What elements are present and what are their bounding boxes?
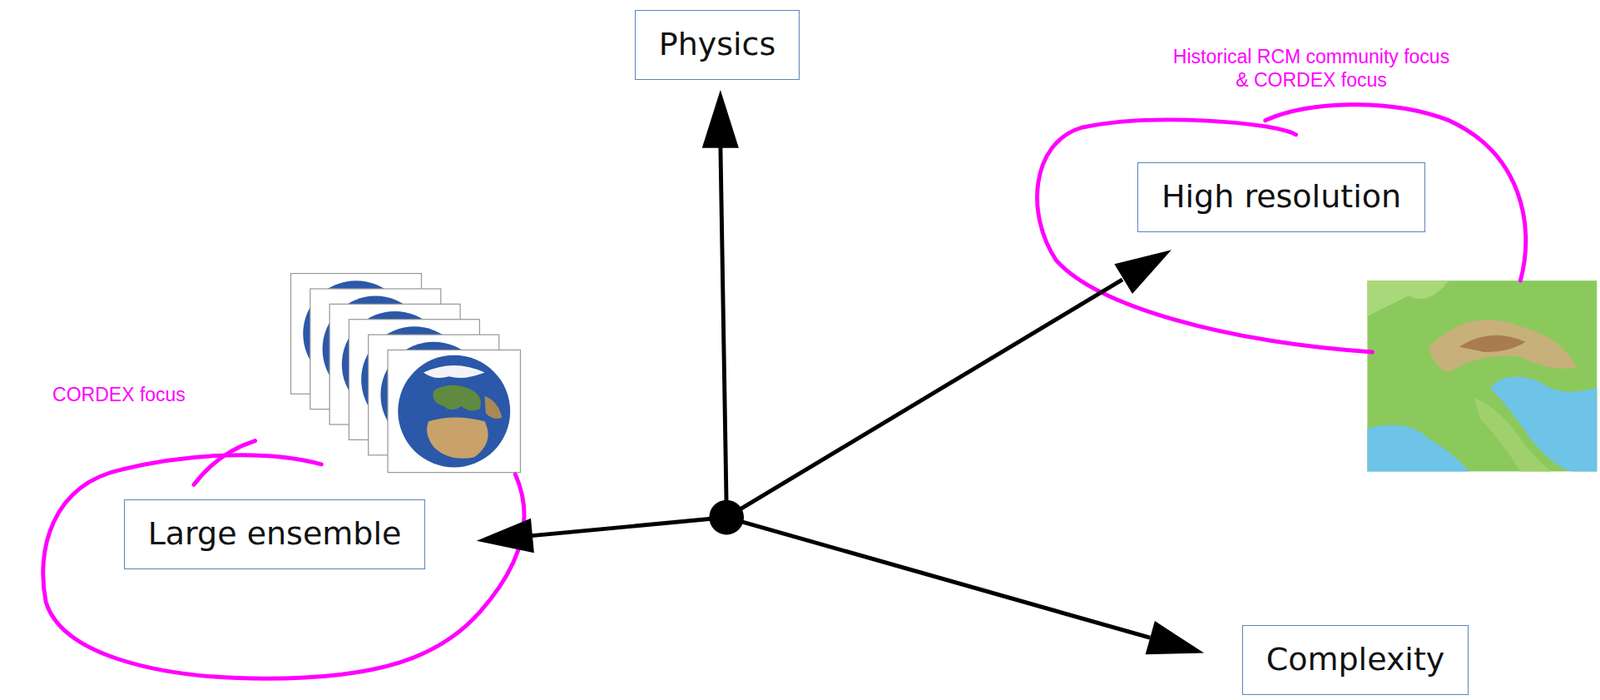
focus-note: Historical RCM community focus & CORDEX … [1169,45,1453,92]
relief-map [1367,280,1597,471]
box-label: Large ensemble [148,515,402,554]
focus-loop [43,104,1526,679]
axis-arrows [476,89,1204,654]
box-label: High resolution [1161,178,1402,217]
focus-note: CORDEX focus [6,383,232,407]
box-label: Physics [658,25,777,65]
box-label: Complexity [1266,640,1446,679]
axis-box: Large ensemble [123,499,427,570]
axis-box: Physics [634,9,801,80]
axis-box: Complexity [1242,624,1470,695]
axis-box: High resolution [1137,162,1426,233]
globe-stack [291,273,521,473]
